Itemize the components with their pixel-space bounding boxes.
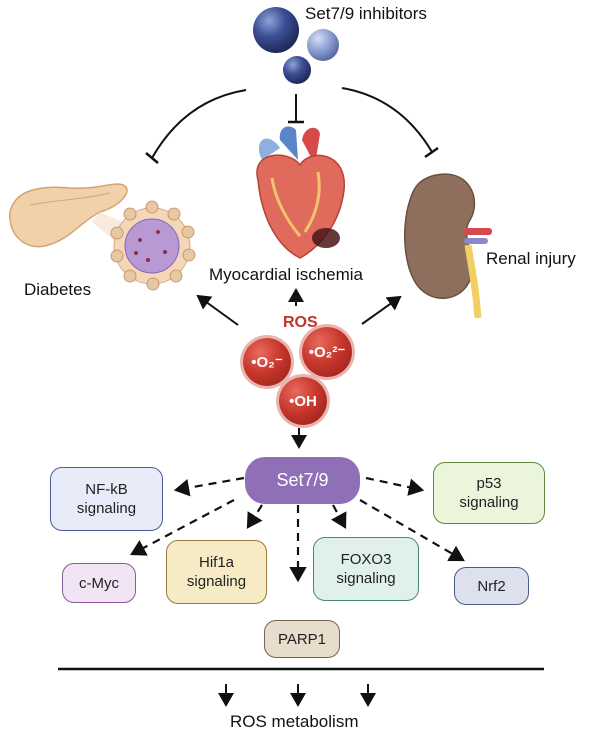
- label-renal: Renal injury: [486, 249, 576, 268]
- ros-metabolism-label: ROS metabolism: [230, 712, 359, 731]
- set79-node: Set7/9: [245, 457, 360, 504]
- ros-title: ROS: [283, 314, 318, 331]
- label-diabetes: Diabetes: [24, 280, 92, 299]
- pathway-hif1a-line1: Hif1a: [198, 554, 235, 571]
- inhibition-bar-left: [145, 152, 159, 164]
- pathway-p53: p53 signaling: [433, 462, 545, 524]
- inhibitor-molecule-small: [283, 56, 311, 84]
- dash-arrow-p53: [365, 476, 425, 496]
- pathway-hif1a-line2: signaling: [186, 573, 247, 590]
- ros-hydroxyl: •OH: [279, 377, 327, 425]
- dash-arrow-foxo3: [330, 504, 347, 529]
- pathway-p53-line1: p53: [476, 475, 502, 492]
- ros-superoxide: •O₂⁻: [243, 338, 291, 386]
- pathway-foxo3-line1: FOXO3: [340, 551, 392, 568]
- pathway-hif1a: Hif1a signaling: [166, 540, 267, 604]
- dash-arrow-nrf2: [359, 499, 465, 562]
- pathway-foxo3: FOXO3 signaling: [313, 537, 419, 601]
- pathway-cmyc: c-Myc: [62, 563, 136, 603]
- ros-peroxide: •O₂²⁻: [302, 327, 352, 377]
- inhibitors-label: Set7/9 inhibitors: [305, 4, 427, 23]
- pathway-nrf2: Nrf2: [454, 567, 529, 605]
- parp1-node: PARP1: [264, 620, 340, 658]
- inhibition-bar-right: [424, 146, 439, 159]
- inhibition-arc-right: [341, 87, 433, 153]
- pathway-p53-line2: signaling: [459, 494, 519, 511]
- pathway-nfkb-line2: signaling: [76, 500, 137, 517]
- dash-arrow-hif1a: [246, 504, 263, 529]
- inhibitor-molecule-large: [253, 7, 299, 53]
- inhibitor-molecule-light: [307, 29, 339, 61]
- pathway-nfkb: NF-kB signaling: [50, 467, 163, 531]
- inhibition-arc-left: [151, 89, 247, 159]
- arrow-ros-renal: [361, 295, 402, 325]
- pathway-foxo3-line2: signaling: [336, 570, 396, 587]
- pathway-nfkb-line1: NF-kB: [85, 481, 128, 498]
- arrow-ros-diabetes: [196, 294, 239, 326]
- dash-arrow-cmyc: [130, 499, 235, 556]
- dash-arrow-nfkb: [173, 476, 245, 497]
- label-myocardial: Myocardial ischemia: [209, 265, 363, 284]
